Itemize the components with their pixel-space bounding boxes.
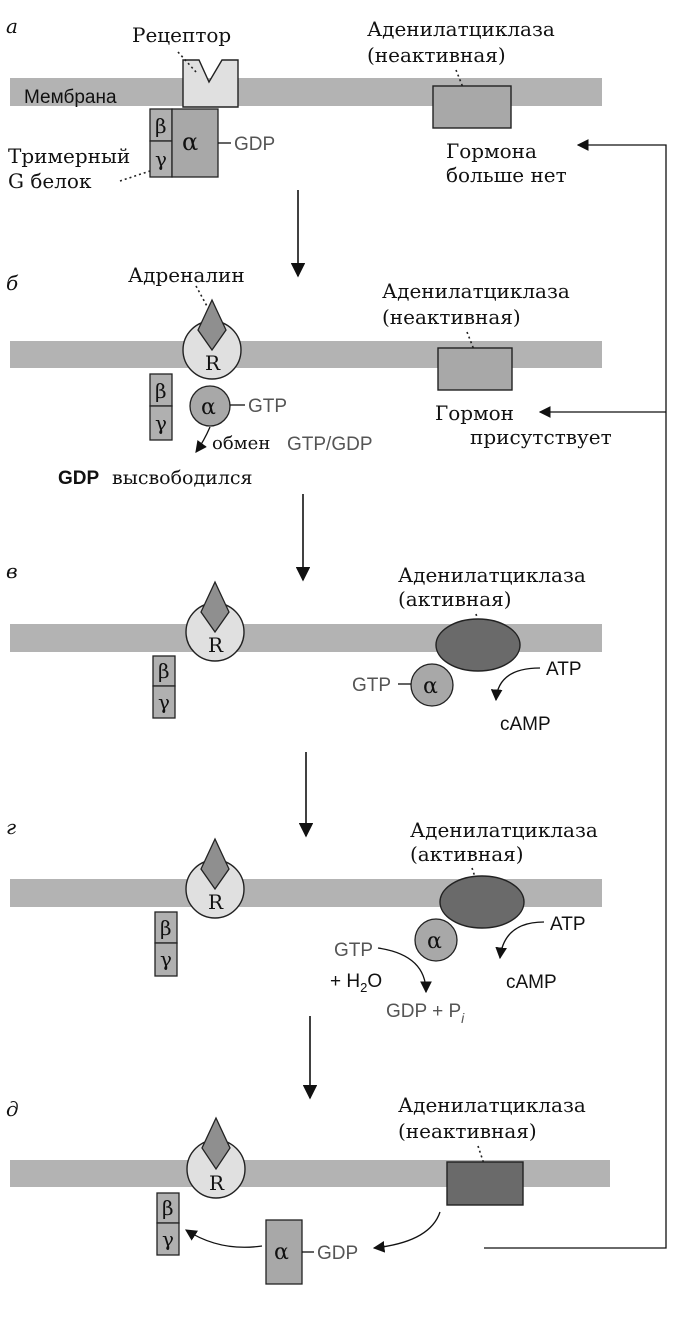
adenylate-cyclase-d [446, 1161, 524, 1206]
receptor-r-v: R [208, 633, 224, 657]
alpha-circle-g [414, 918, 458, 962]
alpha-label-g: α [427, 929, 442, 954]
adrenaline-pointer [195, 285, 209, 309]
hormone-gone-2: больше нет [446, 163, 567, 187]
panel-b: б Адреналин R β γ α GTP обмен GTP/GDP GD… [6, 263, 612, 489]
beta-label-g: β [160, 916, 172, 940]
camp-label-g: cAMP [506, 972, 557, 993]
cyclase-title-b: Аденилатциклаза [382, 279, 570, 303]
cyclase-title-a: Аденилатциклаза [367, 17, 555, 41]
hormone-present-2: присутствует [470, 425, 612, 449]
panel-v: в R β γ Аденилатциклаза (активная) α GTP… [6, 559, 602, 735]
adrenaline-v [200, 580, 230, 634]
receptor-a [182, 59, 239, 108]
adenylate-cyclase-active-v [435, 618, 521, 672]
cyclase-title-v: Аденилатциклаза [398, 563, 586, 587]
gdp-release-arrow [195, 426, 211, 453]
hormone-present-1: Гормон [435, 401, 514, 425]
gtp-label-b: GTP [248, 396, 287, 417]
hydrolysis-arrow-g [377, 947, 432, 994]
panel-letter-g: г [6, 815, 16, 839]
panel-letter-d: д [6, 1097, 19, 1121]
receptor-label: Рецептор [132, 23, 231, 47]
gdp-released-label-1: GDP [58, 468, 100, 489]
cyclase-state-a: (неактивная) [367, 43, 506, 67]
gamma-box-v [152, 685, 176, 719]
receptor-r-b: R [205, 351, 221, 375]
adenylate-cyclase-b [437, 347, 513, 391]
gamma-label-g: γ [160, 947, 172, 971]
receptor-r-d: R [209, 1171, 225, 1195]
adrenaline-d [201, 1116, 231, 1171]
gdp-label-d: GDP [317, 1243, 358, 1264]
feedback-loop-arrow-to-a [484, 139, 667, 1249]
gamma-box-d [156, 1222, 180, 1256]
h2o-label-g: + H2O [330, 971, 382, 995]
cyclase-state-d: (неактивная) [398, 1119, 537, 1143]
gdp-released-label-2: высвободился [112, 467, 253, 489]
gamma-box-b [149, 405, 173, 441]
exchange-label: обмен [212, 433, 270, 454]
gamma-label-b: γ [155, 411, 167, 435]
receptor-r-g: R [208, 890, 224, 914]
panel-d: д R β γ Аденилатциклаза (неактивная) α G… [6, 1093, 610, 1285]
panel-letter-a: а [6, 14, 18, 38]
alpha-box-a [171, 108, 219, 178]
panel-letter-v: в [6, 559, 18, 583]
gtp-label-g: GTP [334, 940, 373, 961]
beta-label-b: β [155, 379, 167, 403]
adenylate-cyclase-a [432, 85, 512, 129]
panel-a: а Мембрана Рецептор β γ α GDP Тримерный … [6, 14, 602, 193]
gamma-label-a: γ [155, 147, 167, 171]
cyclase-state-g: (активная) [410, 842, 524, 866]
cyclase-state-v: (активная) [398, 587, 512, 611]
atp-label-g: ATP [550, 914, 586, 935]
alpha-label-a: α [182, 128, 198, 156]
alpha-circle-v [410, 663, 454, 707]
adrenaline-g [200, 837, 230, 891]
membrane-b [10, 341, 602, 368]
reassociation-arrow-d [185, 1229, 263, 1248]
alpha-label-b: α [201, 395, 216, 420]
exchange-pair-label: GTP/GDP [287, 434, 373, 455]
gdp-label-a: GDP [234, 134, 275, 155]
cyclase-state-b: (неактивная) [382, 305, 521, 329]
g-protein-label-1: Тримерный [8, 144, 130, 168]
atp-label-v: ATP [546, 659, 582, 680]
gdp-return-arrow-d [372, 1211, 441, 1253]
membrane-label: Мембрана [24, 87, 117, 108]
gamma-label-d: γ [162, 1227, 174, 1251]
panel-letter-b: б [6, 271, 19, 295]
alpha-box-d [265, 1219, 303, 1285]
camp-label-v: cAMP [500, 714, 551, 735]
atp-conversion-arrow-g [495, 921, 545, 960]
gamma-label-v: γ [158, 690, 170, 714]
g-protein-pointer [119, 170, 151, 182]
adrenaline-label: Адреналин [128, 263, 245, 287]
adrenaline-b [197, 298, 227, 352]
atp-conversion-arrow-v [490, 667, 541, 702]
gdp-pi-label-g: GDP + Pi [386, 1001, 465, 1026]
panel-g: г R β γ Аденилатциклаза (активная) α GTP… [6, 815, 602, 1026]
beta-label-d: β [162, 1196, 174, 1220]
gtp-label-v: GTP [352, 675, 391, 696]
cyclase-title-g: Аденилатциклаза [410, 818, 598, 842]
hormone-gone-1: Гормона [446, 139, 537, 163]
cyclase-title-d: Аденилатциклаза [398, 1093, 586, 1117]
adenylate-cyclase-active-g [439, 875, 525, 929]
alpha-label-d: α [274, 1240, 289, 1265]
beta-label-v: β [158, 659, 170, 683]
g-protein-label-2: G белок [8, 169, 92, 193]
gamma-box-g [154, 942, 178, 977]
beta-label-a: β [155, 114, 167, 138]
alpha-circle-b [189, 385, 231, 427]
alpha-label-v: α [423, 674, 438, 699]
